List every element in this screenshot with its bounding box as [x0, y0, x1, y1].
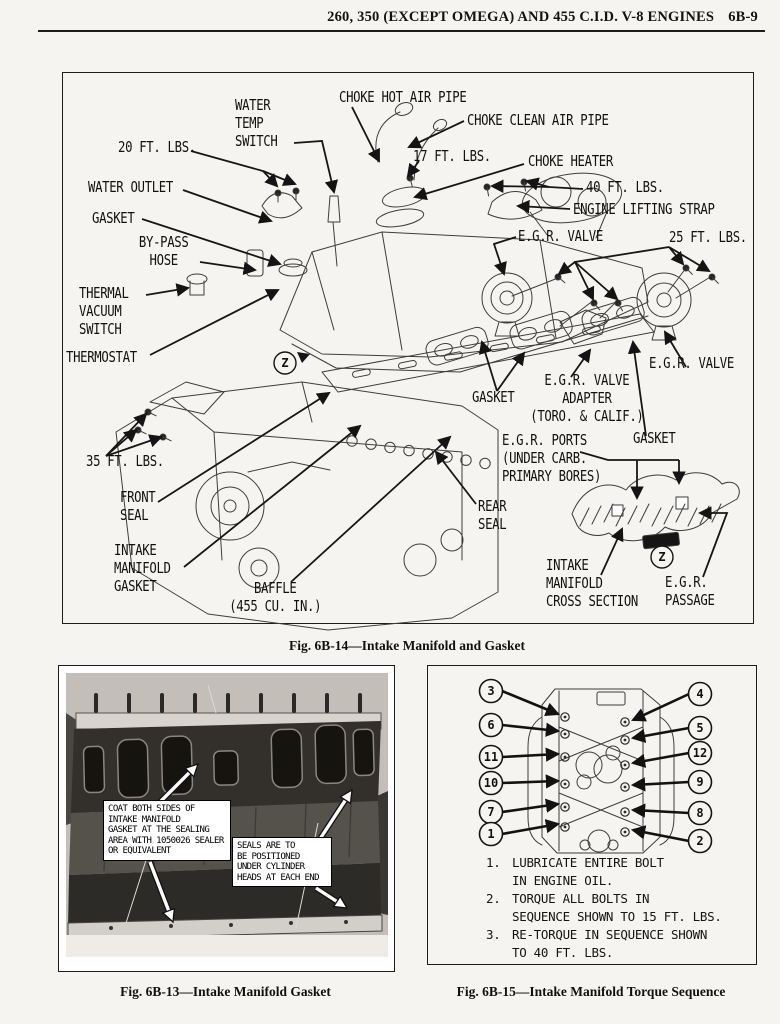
instruction-2: 2. TORQUE ALL BOLTS IN SEQUENCE SHOWN TO … — [486, 890, 752, 926]
label-gasket-right: GASKET — [633, 429, 676, 447]
header-title: 260, 350 (EXCEPT OMEGA) AND 455 C.I.D. V… — [327, 9, 715, 25]
torque-circle-left-1: 6 — [487, 718, 494, 732]
manifold-top-view — [527, 688, 675, 854]
label-thermostat: THERMOSTAT — [66, 348, 137, 366]
leader-arrows — [105, 106, 729, 583]
page-header: 260, 350 (EXCEPT OMEGA) AND 455 C.I.D. V… — [327, 9, 758, 26]
label-front-seal: FRONT SEAL — [120, 488, 156, 524]
label-intake-manifold-gasket: INTAKE MANIFOLD GASKET — [114, 541, 171, 595]
torque-circle-right-3: 9 — [696, 775, 703, 789]
label-torque-25: 25 FT. LBS. — [669, 228, 747, 246]
torque-circle-left-5: 1 — [487, 827, 494, 841]
header-page-number: 6B-9 — [728, 9, 758, 25]
photo-callout-arrows — [147, 762, 353, 924]
head-studs — [94, 693, 362, 713]
instruction-1: 1. LUBRICATE ENTIRE BOLT IN ENGINE OIL. — [486, 854, 752, 890]
label-water-outlet: WATER OUTLET — [88, 178, 173, 196]
torque-instructions: 1.LUBRICATE ENTIRE BOLT IN ENGINE OIL.2.… — [486, 854, 752, 962]
instruction-number: 2. — [486, 891, 501, 906]
torque-circle-left-2: 11 — [484, 750, 498, 764]
torque-sequence-diagram: 3 6 11 10 7 1 4 5 12 9 8 2 — [478, 678, 713, 854]
torque-circle-right-1: 5 — [696, 721, 703, 735]
figure-6b14-box — [62, 72, 754, 624]
callout-seals: SEALS ARE TO BE POSITIONED UNDER CYLINDE… — [232, 837, 332, 887]
torque-circle-right-5: 2 — [696, 834, 703, 848]
figure-6b15-box — [427, 665, 757, 965]
label-gasket-upper-left: GASKET — [92, 209, 135, 227]
torque-circle-left-3: 10 — [484, 776, 498, 790]
label-water-temp-switch: WATER TEMP SWITCH — [235, 96, 278, 150]
torque-circle-left-4: 7 — [487, 805, 494, 819]
instruction-3: 3. RE-TORQUE IN SEQUENCE SHOWN TO 40 FT. … — [486, 926, 752, 962]
label-baffle: BAFFLE (455 CU. IN.) — [229, 579, 322, 615]
gasket-port-openings — [82, 724, 375, 799]
caption-fig-6b13: Fig. 6B-13—Intake Manifold Gasket — [120, 984, 331, 999]
label-egr-valve-right: E.G.R. VALVE — [649, 354, 734, 372]
zone-symbol-z-cross-section: Z — [650, 545, 674, 569]
header-rule — [38, 30, 765, 32]
label-choke-hot-air-pipe: CHOKE HOT AIR PIPE — [339, 88, 467, 106]
instruction-number: 1. — [486, 855, 501, 870]
label-egr-ports: E.G.R. PORTS (UNDER CARB. PRIMARY BORES) — [502, 431, 602, 485]
caption-fig-6b15: Fig. 6B-15—Intake Manifold Torque Sequen… — [456, 984, 726, 999]
label-torque-20: 20 FT. LBS. — [118, 138, 196, 156]
caption-fig-6b14: Fig. 6B-14—Intake Manifold and Gasket — [289, 638, 525, 653]
zone-symbol-letter: Z — [281, 356, 288, 370]
instruction-text: RE-TORQUE IN SEQUENCE SHOWN TO 40 FT. LB… — [512, 927, 708, 960]
label-torque-17: 17 FT. LBS. — [413, 147, 491, 165]
label-engine-lifting-strap: ENGINE LIFTING STRAP — [573, 200, 715, 218]
torque-circle-right-2: 12 — [693, 746, 707, 760]
label-rear-seal: REAR SEAL — [478, 497, 507, 533]
torque-circle-left-0: 3 — [487, 684, 494, 698]
label-egr-valve-top: E.G.R. VALVE — [518, 227, 603, 245]
label-choke-heater: CHOKE HEATER — [528, 152, 613, 170]
label-choke-clean-air-pipe: CHOKE CLEAN AIR PIPE — [467, 111, 609, 129]
label-intake-manifold-cross-section: INTAKE MANIFOLD CROSS SECTION — [546, 556, 639, 610]
instruction-text: LUBRICATE ENTIRE BOLT IN ENGINE OIL. — [512, 855, 664, 888]
torque-circle-right-0: 4 — [696, 687, 703, 701]
label-egr-passage: E.G.R. PASSAGE — [665, 573, 715, 609]
zone-symbol-letter: Z — [658, 550, 665, 564]
label-egr-valve-adapter: E.G.R. VALVE ADAPTER (TORO. & CALIF.) — [530, 371, 644, 425]
zone-symbol-z-manifold: Z — [273, 351, 310, 375]
label-bypass-hose: BY-PASS HOSE — [138, 233, 189, 269]
instruction-number: 3. — [486, 927, 501, 942]
label-thermal-vacuum-switch: THERMAL VACUUM SWITCH — [79, 284, 129, 338]
torque-circle-right-4: 8 — [696, 806, 703, 820]
callout-sealer: COAT BOTH SIDES OF INTAKE MANIFOLD GASKE… — [103, 800, 231, 861]
label-gasket-center: GASKET — [472, 388, 515, 406]
label-torque-40: 40 FT. LBS. — [586, 178, 664, 196]
instruction-text: TORQUE ALL BOLTS IN SEQUENCE SHOWN TO 15… — [512, 891, 722, 924]
label-torque-35: 35 FT. LBS. — [86, 452, 164, 470]
